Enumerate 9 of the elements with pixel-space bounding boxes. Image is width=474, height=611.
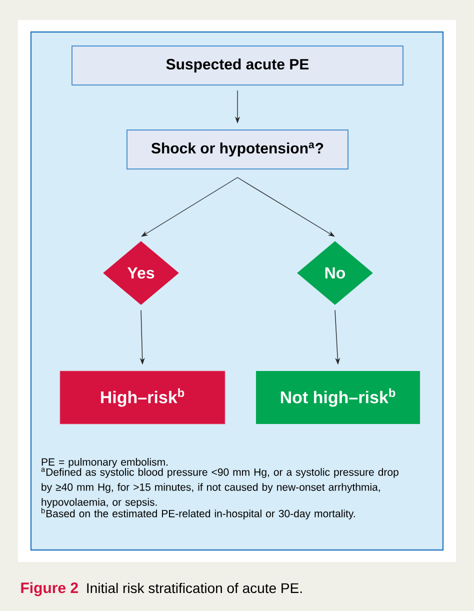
process-box: Shock or hypotension$^{a}$? <box>126 130 348 170</box>
outcome-box: High–risk$^{b}$ <box>60 370 226 424</box>
figure-number: Figure 2 <box>21 582 78 596</box>
footnote: PE = pulmonary embolism. <box>42 458 168 468</box>
outcome-box: Not high–risk$^{b}$ <box>256 371 420 424</box>
footnote: $^{b}$Based on the estimated PE-related in-hospital or 30-day mortality. <box>41 508 355 520</box>
footnote: $^{a}$Defined as systolic blood pressure <90 mm Hg, or a systolic pressure drop by ≥40 mm Hg, for >15 minutes, if not caused by new-onset arrhythmia, hypovolaemia, or sepsis. <box>41 468 398 508</box>
caption: Initial risk stratification of acute PE. <box>87 582 302 594</box>
process-box: Suspected acute PE <box>72 46 404 86</box>
